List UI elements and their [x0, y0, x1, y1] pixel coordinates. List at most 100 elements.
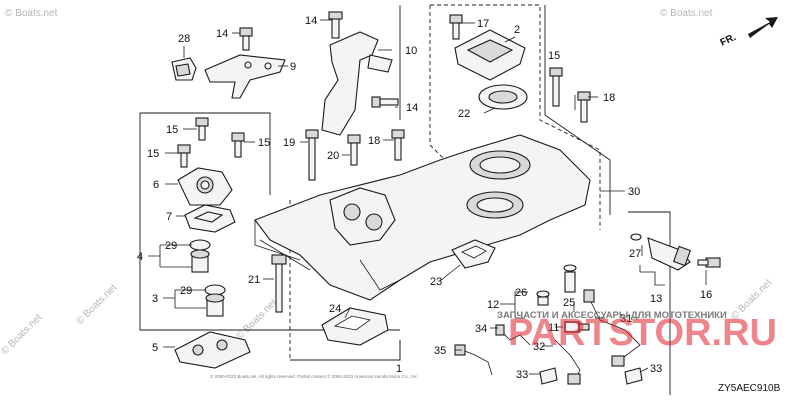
callout-2: 2: [514, 24, 520, 36]
part-9-bracket: [204, 54, 286, 99]
front-direction-arrow: FR.: [719, 17, 778, 49]
part-26-sensor: [536, 290, 550, 306]
callout-1: 1: [396, 363, 402, 375]
callout-25: 25: [563, 297, 575, 309]
brand-name-suffix: TOR.RU: [632, 312, 777, 354]
brand-name: PARTS: [508, 312, 634, 354]
part-11-sensor: [564, 321, 590, 333]
callout-30: 30: [628, 186, 640, 198]
copyright-notice: © 2000-2022 Boats.net. All rights reserv…: [210, 373, 419, 379]
callout-24: 24: [329, 303, 341, 315]
bolt-19: [305, 129, 319, 181]
bolt-15-a: [195, 117, 209, 141]
part-10-bracket: [321, 11, 393, 136]
callout-15: 15: [147, 148, 159, 160]
callout-18: 18: [368, 135, 380, 147]
watermark: © Boats.net: [660, 8, 713, 19]
part-3-thermostat: [205, 293, 225, 317]
part-35-harness: [454, 344, 493, 376]
bolt-16: [697, 257, 721, 268]
callout-4: 4: [137, 251, 143, 263]
part-4-thermostat: [190, 249, 210, 273]
part-5-cover: [174, 331, 251, 369]
callout-34: 34: [475, 323, 487, 335]
part-33-clip-a: [539, 367, 558, 385]
callout-10: 10: [405, 45, 417, 57]
callout-12: 12: [487, 299, 499, 311]
callout-16: 16: [700, 289, 712, 301]
callout-13: 13: [650, 293, 662, 305]
callout-33: 33: [516, 369, 528, 381]
callout-14: 14: [305, 15, 317, 27]
frame-sensor-group: [628, 211, 671, 395]
callout-15: 15: [258, 137, 270, 149]
callout-17: 17: [477, 18, 489, 30]
part-25-sensor: [563, 264, 577, 293]
watermark: © Boats.net: [234, 297, 279, 342]
brand-overlay: PARTS TOR.RU ЗАПЧАСТИ И АКСЕССУАРЫ ДЛЯ М…: [497, 310, 777, 354]
frame-right-line: [544, 5, 611, 215]
bolt-14-mid: [371, 96, 399, 108]
part-29-ring-a: [189, 239, 211, 251]
part-1-manifold: [254, 134, 591, 301]
bolt-18-mid: [391, 129, 405, 161]
callout-11: 11: [548, 322, 559, 334]
callout-15: 15: [166, 124, 178, 136]
callouts: 14 14 28 9 10 17 2 15 18 14 22 15 15 15 …: [137, 15, 712, 381]
callout-29: 29: [180, 285, 192, 297]
callout-26: 26: [515, 287, 527, 299]
watermark: © Boats.net: [0, 312, 44, 357]
callout-19: 19: [283, 137, 295, 149]
callout-15: 15: [548, 50, 560, 62]
bolt-15-c: [177, 144, 191, 168]
frame-gasket-group: [429, 5, 456, 171]
arrow-icon: [748, 17, 778, 38]
part-13-sensor: [647, 237, 692, 271]
part-2-cover: [454, 29, 526, 81]
bolts: [177, 14, 721, 313]
callout-33: 33: [650, 363, 662, 375]
part-27-washer: [630, 233, 642, 241]
callout-6: 6: [153, 179, 159, 191]
direction-label: FR.: [719, 32, 738, 49]
leader-lines: [148, 19, 707, 375]
callout-22: 22: [458, 108, 470, 120]
part-32-harness: [554, 339, 581, 385]
part-31-harness: [583, 289, 641, 367]
group-frames: [139, 4, 671, 395]
part-34-harness: [495, 324, 531, 346]
callout-14: 14: [406, 102, 418, 114]
callout-3: 3: [152, 293, 158, 305]
callout-31: 31: [620, 313, 632, 325]
part-6-thermostat-cover: [177, 167, 233, 206]
callout-29: 29: [165, 240, 177, 252]
part-22-seal: [478, 84, 528, 110]
watermark: © Boats.net: [5, 8, 58, 19]
callout-27: 27: [629, 248, 641, 260]
callout-23: 23: [430, 276, 442, 288]
callout-7: 7: [166, 211, 172, 223]
callout-35: 35: [434, 345, 446, 357]
callout-18: 18: [603, 92, 615, 104]
part-28-clip: [171, 57, 197, 81]
bolt-17: [449, 14, 463, 40]
frame-left-group: [139, 113, 400, 331]
frame-left-top: [140, 112, 271, 195]
callout-21: 21: [248, 274, 260, 286]
callout-14: 14: [216, 28, 228, 40]
bolt-20: [347, 134, 361, 166]
callout-9: 9: [290, 61, 296, 73]
part-23-gasket: [451, 239, 496, 269]
callout-20: 20: [327, 150, 339, 162]
callout-28: 28: [178, 33, 190, 45]
callout-5: 5: [152, 342, 158, 354]
bolt-18-right: [577, 91, 591, 123]
callout-32: 32: [533, 341, 545, 353]
bolt-14-top: [239, 27, 253, 51]
bolt-21: [271, 254, 287, 313]
part-7-gasket: [184, 204, 236, 233]
bolt-15-right: [549, 67, 563, 107]
frame-gasket-right: [430, 4, 601, 230]
